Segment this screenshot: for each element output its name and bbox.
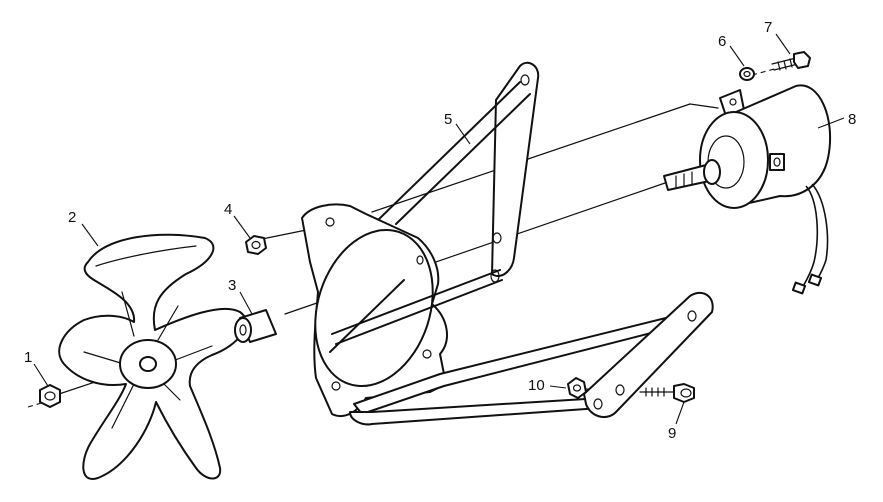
bolt-9-head	[673, 383, 695, 403]
blade-rib	[161, 381, 181, 401]
fan-nut	[39, 384, 61, 408]
leader-4	[233, 215, 251, 239]
motor-wire	[799, 185, 819, 293]
motor-wire-2	[811, 183, 829, 285]
washer-6-body	[739, 67, 755, 81]
callout-6: 6	[718, 33, 726, 50]
fan-nut-hole	[44, 391, 56, 401]
shroud-hole	[325, 217, 335, 227]
fan-nut-dash-line	[27, 400, 49, 408]
fan-blade	[58, 233, 247, 480]
wire-connector	[791, 281, 807, 295]
motor-shaft-collar	[703, 159, 721, 185]
spacer-end	[234, 317, 252, 343]
leader-6	[729, 45, 745, 67]
callout-labels: 1 2 3 4 5 6 7 8 9 10	[24, 19, 856, 442]
fan-motor	[663, 84, 832, 295]
nut-4-hole	[251, 240, 261, 250]
callout-10: 10	[528, 377, 545, 394]
fan-nut-body	[39, 384, 61, 408]
screw-7	[771, 51, 811, 71]
screw-7-dash-line	[751, 67, 779, 76]
fan-bracket	[301, 61, 714, 426]
leader-7	[775, 33, 791, 55]
lower-arm-hole	[687, 310, 697, 322]
callout-1: 1	[24, 349, 32, 366]
screw-7-head	[793, 51, 811, 69]
callout-4: 4	[224, 201, 232, 218]
bracket-hole	[520, 74, 530, 86]
callout-8: 8	[848, 111, 856, 128]
callout-3: 3	[228, 277, 236, 294]
shroud-hole	[422, 349, 432, 359]
bolt-9-thread	[645, 387, 665, 397]
motor-mount-hole	[729, 98, 737, 106]
wire-connector-2	[807, 273, 823, 287]
blade-rib	[111, 383, 135, 429]
nut-10-hole	[572, 384, 582, 392]
leader-5	[455, 123, 471, 145]
motor-shaft-flat	[675, 171, 693, 189]
bracket-to-motor-line	[371, 103, 691, 213]
blade-edge-line	[95, 245, 197, 267]
bracket-rod-2	[335, 279, 503, 345]
lower-arm-hole	[615, 384, 625, 396]
lower-arm	[583, 291, 714, 419]
fan-hub	[119, 339, 177, 389]
leader-2	[81, 223, 99, 247]
leader-9	[675, 401, 685, 425]
motor-terminal	[769, 153, 785, 171]
blade-rib	[169, 345, 213, 363]
nut-4	[245, 235, 267, 255]
bolt-9	[639, 383, 695, 403]
leader-3	[239, 291, 253, 315]
nut-4-body	[245, 235, 267, 255]
bracket-diagonal-strut-2	[395, 93, 531, 225]
leader-1	[33, 363, 49, 387]
spacer	[234, 309, 277, 343]
shroud-hole	[416, 255, 424, 265]
fan-hub-bore	[139, 356, 157, 372]
bracket-upper-arm	[491, 61, 540, 277]
lower-arm-hole	[593, 398, 603, 410]
blade-rib	[121, 291, 135, 337]
rod-end	[490, 269, 500, 283]
nut-10	[567, 377, 587, 399]
bracket-diagonal-strut	[375, 81, 521, 223]
motor-terminal-hole	[773, 157, 781, 167]
spacer-bore	[239, 324, 247, 336]
washer-6	[739, 67, 755, 81]
nut-10-body	[567, 377, 587, 399]
screw-7-thread	[777, 58, 793, 71]
blade-rib	[83, 351, 125, 365]
bracket-hole	[492, 232, 502, 244]
bracket-cross-rod	[329, 279, 405, 353]
leader-lines	[33, 33, 845, 425]
shroud-hole	[331, 381, 341, 391]
leader-8	[817, 117, 845, 129]
bolt-9-washer-face	[680, 388, 692, 398]
bracket-to-motor-line-end	[689, 103, 719, 109]
callout-2: 2	[68, 209, 76, 226]
blade-rib	[157, 305, 179, 341]
callout-5: 5	[444, 111, 452, 128]
callout-9: 9	[668, 425, 676, 442]
leader-10	[549, 385, 567, 389]
callout-7: 7	[764, 19, 772, 36]
washer-6-hole	[743, 70, 751, 78]
